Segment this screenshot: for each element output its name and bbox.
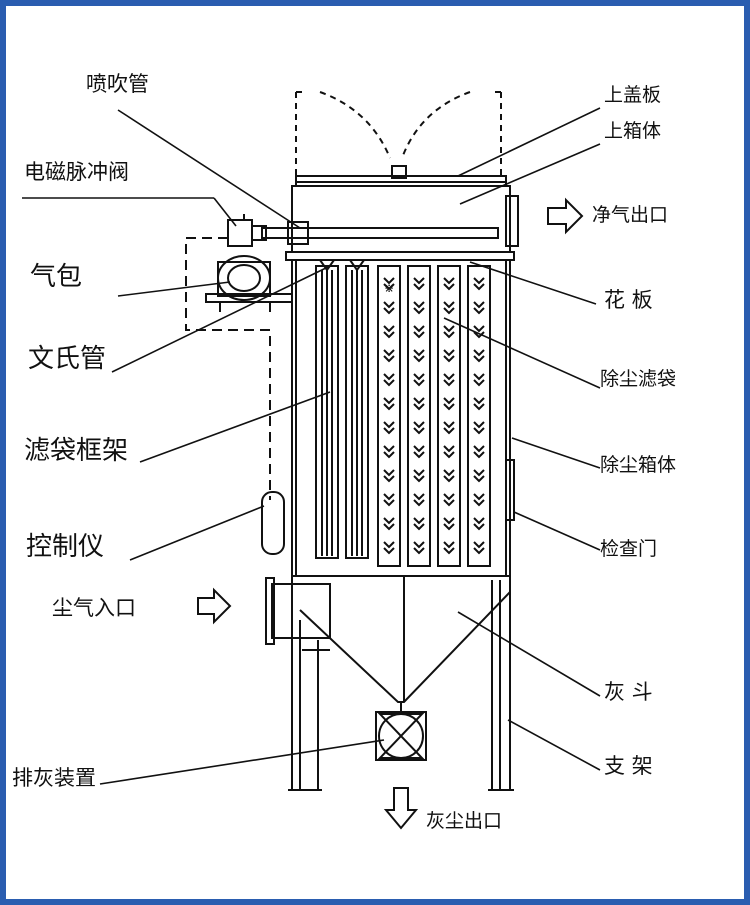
filter-bag-mark: [413, 469, 425, 483]
filter-bag-mark: [473, 277, 485, 291]
filter-bag-mark: [443, 277, 455, 291]
filter-bag-mark: [413, 517, 425, 531]
filter-bag-mark: [383, 421, 395, 435]
filter-bag-mark: [473, 469, 485, 483]
dust-outlet-arrow: [383, 787, 419, 830]
filter-bag-mark: [383, 373, 395, 387]
filter-bag-mark: [383, 469, 395, 483]
label-dust-outlet: 灰尘出口: [426, 810, 503, 832]
top-cover-handle: [391, 165, 407, 179]
filter-bag-mark: [383, 397, 395, 411]
filter-bag-mark: [443, 517, 455, 531]
filter-bag-mark: [443, 445, 455, 459]
filter-bags: [377, 265, 491, 567]
filter-bag-mark: [413, 277, 425, 291]
label-discharge-device: 排灰装置: [12, 766, 96, 790]
filter-bag-mark: [413, 493, 425, 507]
filter-bag-mark: [383, 541, 395, 555]
filter-bag-mark: [473, 493, 485, 507]
top-cover-open: [295, 91, 502, 175]
clean-air-arrow: [547, 197, 584, 235]
control-wiring: [185, 237, 271, 500]
label-inspection-door: 检查门: [600, 538, 658, 560]
dusty-gas-arrow: [197, 587, 232, 625]
label-dust-box: 除尘箱体: [600, 454, 677, 476]
filter-bag-mark: [413, 397, 425, 411]
filter-bag-mark: [473, 421, 485, 435]
filter-bag-mark: [383, 445, 395, 459]
filter-bag-mark: [443, 325, 455, 339]
filter-bag-mark: [443, 397, 455, 411]
filter-bag-mark: [473, 325, 485, 339]
filter-bag-mark: [413, 301, 425, 315]
label-top-cover: 上盖板: [604, 84, 662, 106]
bag-cages: [315, 265, 369, 559]
label-hopper: 灰 斗: [604, 680, 653, 704]
clean-air-outlet: [505, 195, 519, 247]
filter-bag-mark: [383, 493, 395, 507]
label-support: 支 架: [604, 754, 653, 778]
filter-bag-mark: [413, 421, 425, 435]
filter-bag-mark: [443, 373, 455, 387]
venturi-tube: [319, 259, 335, 272]
filter-bag-mark: [473, 373, 485, 387]
filter-bag-mark: [383, 277, 395, 291]
filter-bag-mark: [443, 493, 455, 507]
filter-bag-mark: [383, 349, 395, 363]
label-bag-cage: 滤袋框架: [24, 436, 129, 466]
filter-bag-mark: [383, 517, 395, 531]
filter-bag-mark: [443, 349, 455, 363]
filter-bag-mark: [443, 469, 455, 483]
filter-bag-mark: [473, 349, 485, 363]
hopper: [292, 575, 511, 703]
leader-lines: [22, 107, 601, 785]
label-controller: 控制仪: [26, 532, 105, 562]
discharge-valve: [375, 702, 427, 761]
filter-bag-mark: [413, 541, 425, 555]
filter-bag-mark: [473, 541, 485, 555]
filter-bag-mark: [413, 445, 425, 459]
label-air-header: 气包: [30, 262, 83, 292]
inspection-door: [505, 459, 515, 521]
label-filter-bag: 除尘滤袋: [600, 368, 677, 390]
filter-bag-mark: [383, 301, 395, 315]
label-blow-pipe: 喷吹管: [86, 72, 149, 96]
filter-bag-mark: [473, 517, 485, 531]
label-clean-air-outlet: 净气出口: [592, 204, 669, 226]
label-venturi-tube: 文氏管: [28, 344, 107, 374]
filter-bag-mark: [413, 349, 425, 363]
filter-bag-mark: [443, 541, 455, 555]
filter-bag-mark: [413, 373, 425, 387]
filter-bag-mark: [473, 301, 485, 315]
blow-pipe: [261, 227, 499, 239]
filter-bag-mark: [443, 421, 455, 435]
label-dusty-gas-inlet: 尘气入口: [52, 596, 136, 620]
filter-bag-mark: [413, 325, 425, 339]
filter-bag-mark: [443, 301, 455, 315]
filter-bag-mark: [473, 445, 485, 459]
filter-bag-mark: [473, 397, 485, 411]
filter-bag-mark: [383, 325, 395, 339]
label-upper-box: 上箱体: [604, 120, 662, 142]
label-pulse-valve: 电磁脉冲阀: [24, 160, 129, 184]
controller: [261, 491, 285, 555]
label-tube-sheet: 花 板: [604, 288, 653, 312]
